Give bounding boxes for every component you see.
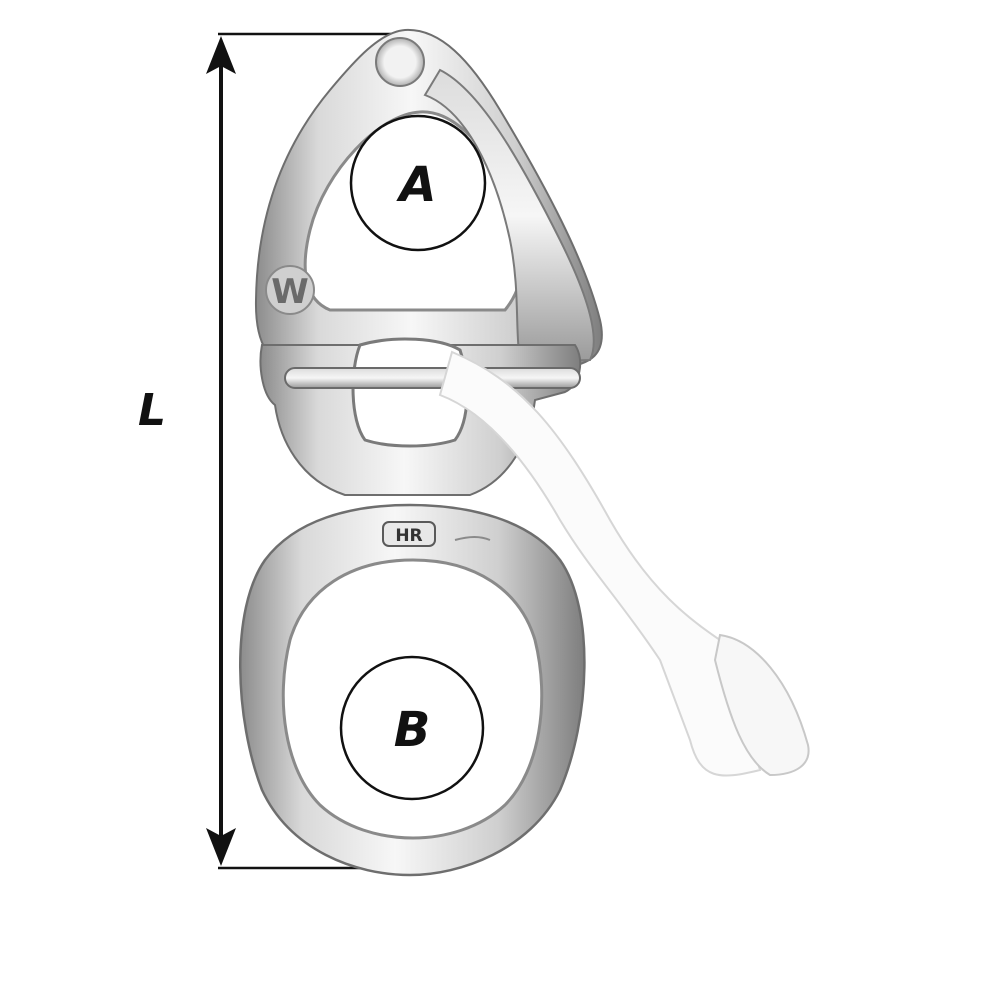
logo-badge: W bbox=[265, 265, 315, 315]
dimension-arrow-down-icon bbox=[206, 828, 236, 866]
snap-body: W bbox=[254, 28, 603, 496]
opening-a-callout: A bbox=[349, 114, 487, 252]
rope-lanyard bbox=[438, 350, 810, 777]
length-dimension: L bbox=[138, 32, 440, 870]
opening-b-label: B bbox=[394, 702, 431, 758]
svg-text:HR: HR bbox=[395, 526, 422, 546]
hinge-pin bbox=[375, 37, 425, 87]
swivel-eye: HR bbox=[239, 503, 586, 877]
length-label: L bbox=[138, 385, 166, 436]
opening-b-callout: B bbox=[339, 655, 485, 801]
dimension-arrow-up-icon bbox=[206, 36, 236, 74]
stamp-mark: HR bbox=[382, 521, 436, 547]
opening-a-label: A bbox=[395, 157, 436, 213]
logo-mark: W bbox=[271, 272, 309, 312]
release-pin bbox=[284, 367, 581, 389]
